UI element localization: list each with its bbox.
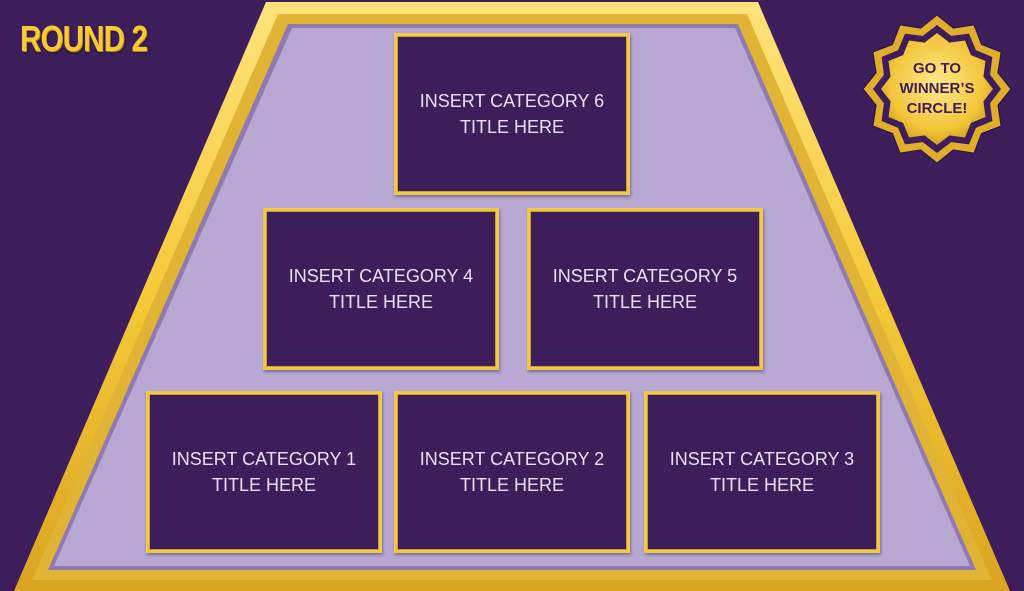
round-title: ROUND 2 xyxy=(20,18,148,59)
category-5-tile[interactable]: INSERT CATEGORY 5 TITLE HERE xyxy=(527,208,763,370)
category-1-label: INSERT CATEGORY 1 TITLE HERE xyxy=(171,449,357,495)
category-4-label: INSERT CATEGORY 4 TITLE HERE xyxy=(288,266,474,312)
category-4-tile[interactable]: INSERT CATEGORY 4 TITLE HERE xyxy=(263,208,499,370)
category-2-tile[interactable]: INSERT CATEGORY 2 TITLE HERE xyxy=(394,391,630,553)
winners-circle-button[interactable]: GO TO WINNER’S CIRCLE! xyxy=(862,14,1012,164)
starburst-badge-icon xyxy=(862,14,1012,164)
category-6-tile[interactable]: INSERT CATEGORY 6 TITLE HERE xyxy=(394,33,630,195)
category-3-tile[interactable]: INSERT CATEGORY 3 TITLE HERE xyxy=(644,391,880,553)
winners-circle-label: GO TO WINNER’S CIRCLE! xyxy=(899,60,975,117)
category-1-tile[interactable]: INSERT CATEGORY 1 TITLE HERE xyxy=(146,391,382,553)
category-6-label: INSERT CATEGORY 6 TITLE HERE xyxy=(419,91,605,137)
category-2-label: INSERT CATEGORY 2 TITLE HERE xyxy=(419,449,605,495)
category-5-label: INSERT CATEGORY 5 TITLE HERE xyxy=(552,266,738,312)
category-3-label: INSERT CATEGORY 3 TITLE HERE xyxy=(669,449,855,495)
